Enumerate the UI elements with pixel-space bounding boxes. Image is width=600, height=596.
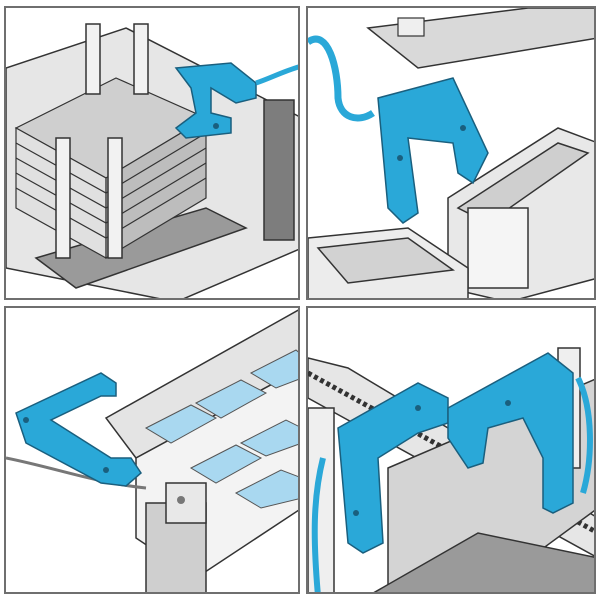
panel-box-sensor — [306, 6, 596, 300]
cable-icon — [308, 35, 375, 122]
fork-sensor-icon — [377, 77, 489, 224]
cable-icon — [255, 64, 298, 86]
panel-chain-sensor — [306, 306, 596, 594]
cable-icon — [575, 376, 593, 494]
illustration-stack — [6, 23, 298, 298]
illustration-chain — [308, 347, 594, 592]
cable-icon — [311, 457, 326, 592]
panel-conveyor-sensor — [4, 306, 300, 594]
fork-sensor-icon — [174, 62, 257, 139]
panel-stack-sensor — [4, 6, 300, 300]
fork-sensor-icon — [337, 382, 449, 554]
illustration-boxes — [308, 8, 594, 298]
fork-sensor-icon — [15, 372, 142, 487]
mounting-post — [263, 99, 295, 241]
fork-sensor-icon — [447, 352, 574, 514]
illustration-conveyor — [6, 309, 298, 592]
